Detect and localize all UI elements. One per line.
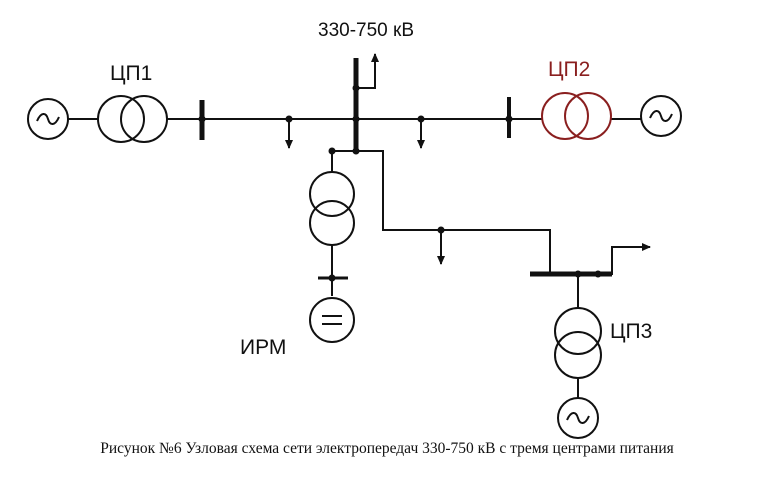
transformer-icon (541, 92, 612, 140)
irm-label: ИРМ (240, 336, 287, 359)
voltage-label: 330-750 кВ (318, 20, 414, 41)
generator-icon (640, 95, 682, 137)
junction-dots (198, 84, 602, 282)
transformer-icon (97, 95, 168, 143)
cp3-label: ЦП3 (610, 320, 653, 343)
arrow-icon (356, 53, 379, 89)
transformer-icon (309, 171, 355, 246)
generator-icon (27, 98, 69, 140)
cp2-label: ЦП2 (548, 58, 591, 81)
transformer-icon (554, 307, 602, 379)
compensator-icon (309, 297, 355, 343)
cp1-label: ЦП1 (110, 62, 153, 85)
arrow-icon (598, 243, 651, 275)
figure-caption: Рисунок №6 Узловая схема сети электропер… (100, 440, 674, 457)
generator-icon (557, 397, 599, 439)
